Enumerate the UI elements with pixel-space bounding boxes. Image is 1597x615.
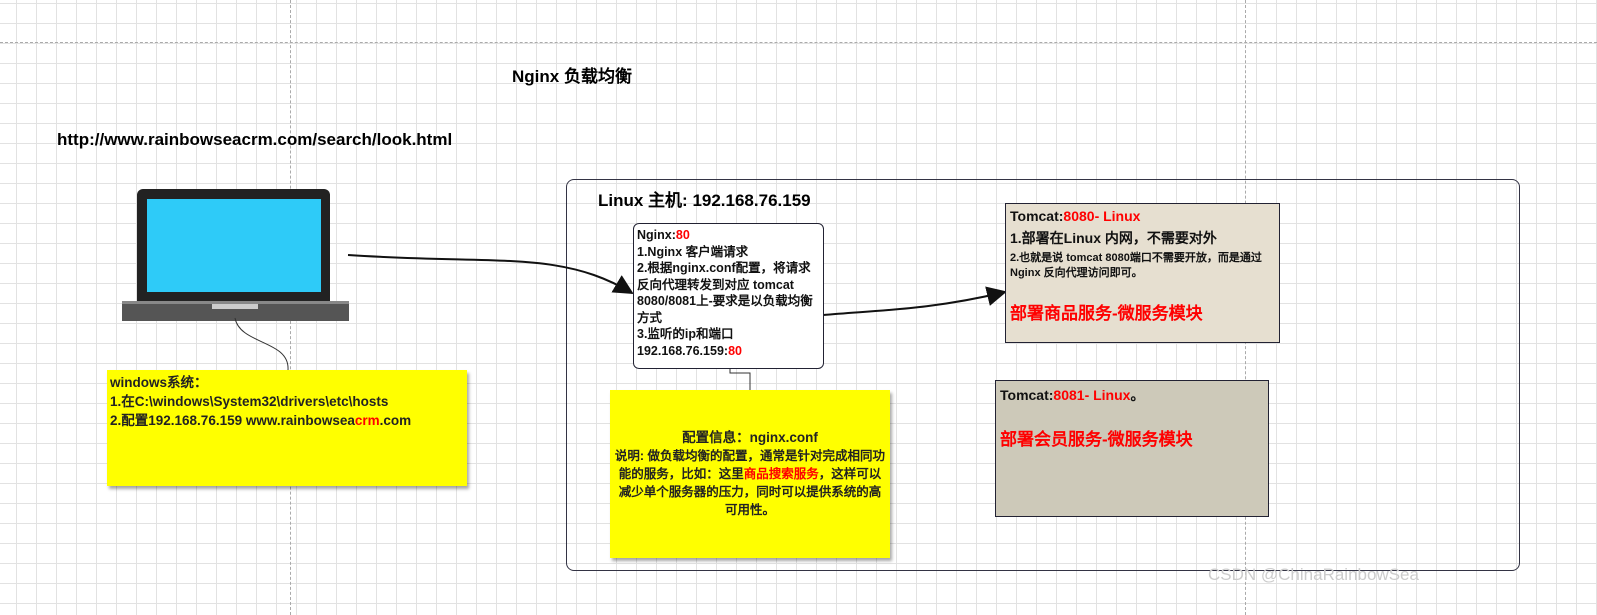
watermark: CSDN @ChinaRainbowSea	[1208, 565, 1419, 584]
tomcat-8080-box: Tomcat:8080- Linux 1.部署在Linux 内网，不需要对外 2…	[1005, 203, 1280, 343]
arrow-laptop-to-nginx	[347, 254, 634, 295]
config-note: 配置信息：nginx.conf 说明: 做负载均衡的配置，通常是针对完成相同功能…	[610, 390, 890, 558]
linux-host-label: Linux 主机: 192.168.76.159	[598, 191, 811, 210]
line-nginx-to-config	[729, 368, 751, 392]
tomcat-8081-box: Tomcat:8081- Linux。 部署会员服务-微服务模块	[995, 380, 1269, 517]
url-label: http://www.rainbowseacrm.com/search/look…	[57, 130, 453, 149]
guide-line	[0, 42, 1597, 43]
nginx-box: Nginx:80 1.Nginx 客户端请求 2.根据nginx.conf配置，…	[633, 223, 824, 369]
laptop-icon	[122, 189, 349, 321]
line-laptop-to-note	[234, 317, 289, 371]
linux-host-container	[566, 179, 1520, 571]
diagram-title: Nginx 负载均衡	[512, 67, 632, 86]
arrow-nginx-to-tomcat	[822, 286, 1007, 316]
windows-hosts-note: windows系统： 1.在C:\windows\System32\driver…	[107, 370, 467, 486]
